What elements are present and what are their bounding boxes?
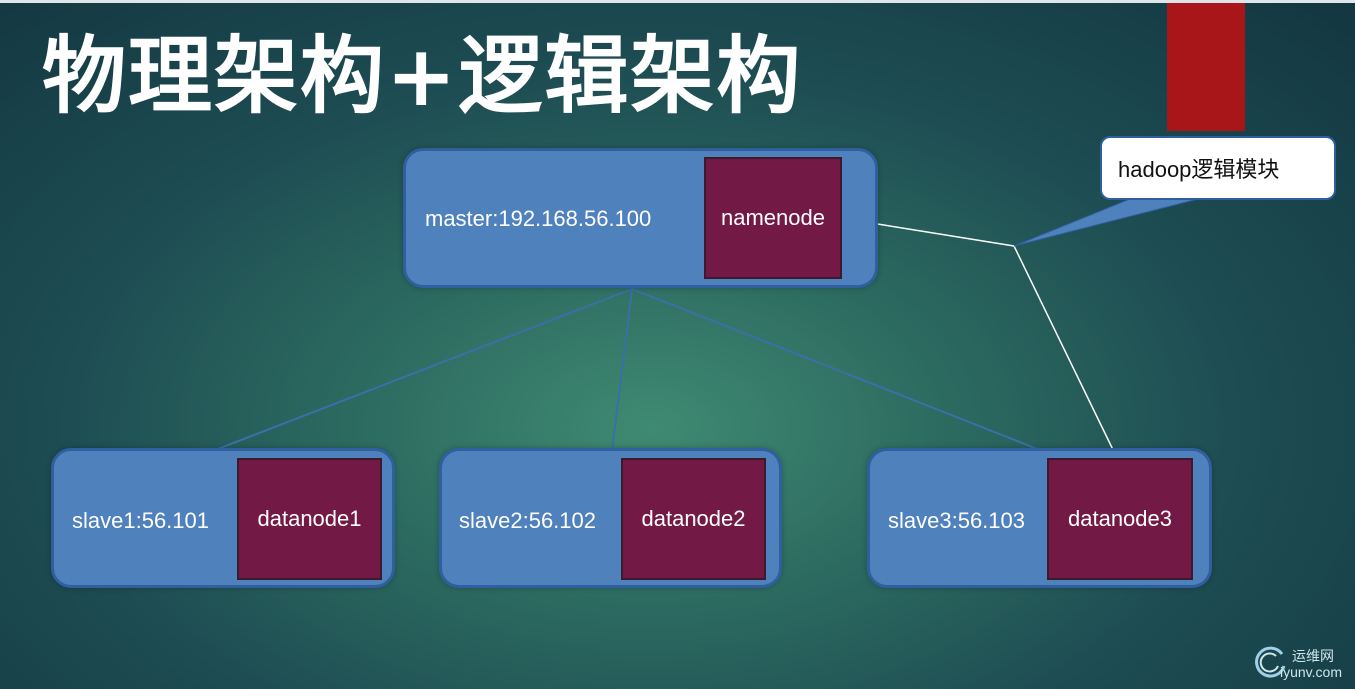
slave2-label: slave2:56.102 bbox=[459, 508, 596, 533]
top-border bbox=[0, 0, 1355, 3]
slave3-node: slave3:56.103 datanode3 bbox=[867, 448, 1212, 588]
hadoop-logical-callout: hadoop逻辑模块 bbox=[1100, 136, 1336, 200]
slave2-node: slave2:56.102 datanode2 bbox=[439, 448, 782, 588]
datanode3-box: datanode3 bbox=[1047, 458, 1193, 580]
link-master-slave3 bbox=[631, 288, 1041, 451]
master-node: master:192.168.56.100 namenode bbox=[403, 148, 878, 288]
watermark-en-text: iyunv.com bbox=[1280, 664, 1342, 680]
logical-link-datanode3 bbox=[1013, 245, 1118, 459]
slave1-label: slave1:56.101 bbox=[72, 508, 209, 533]
watermark-logo-icon bbox=[1255, 646, 1286, 678]
link-master-slave2 bbox=[611, 288, 633, 451]
namenode-box: namenode bbox=[704, 157, 842, 279]
callout-pointer bbox=[1013, 198, 1199, 247]
link-master-slave1 bbox=[209, 288, 633, 453]
watermark-cn-text: 运维网 bbox=[1292, 649, 1334, 665]
site-watermark: 运维网 iyunv.com bbox=[1252, 642, 1352, 686]
slave3-label: slave3:56.103 bbox=[888, 508, 1025, 533]
slide-title: 物理架构+逻辑架构 bbox=[42, 27, 803, 125]
slave1-node: slave1:56.101 datanode1 bbox=[51, 448, 395, 588]
datanode2-box: datanode2 bbox=[621, 458, 766, 580]
red-accent-bar bbox=[1167, 3, 1245, 131]
master-label: master:192.168.56.100 bbox=[425, 206, 652, 231]
datanode1-box: datanode1 bbox=[237, 458, 382, 580]
